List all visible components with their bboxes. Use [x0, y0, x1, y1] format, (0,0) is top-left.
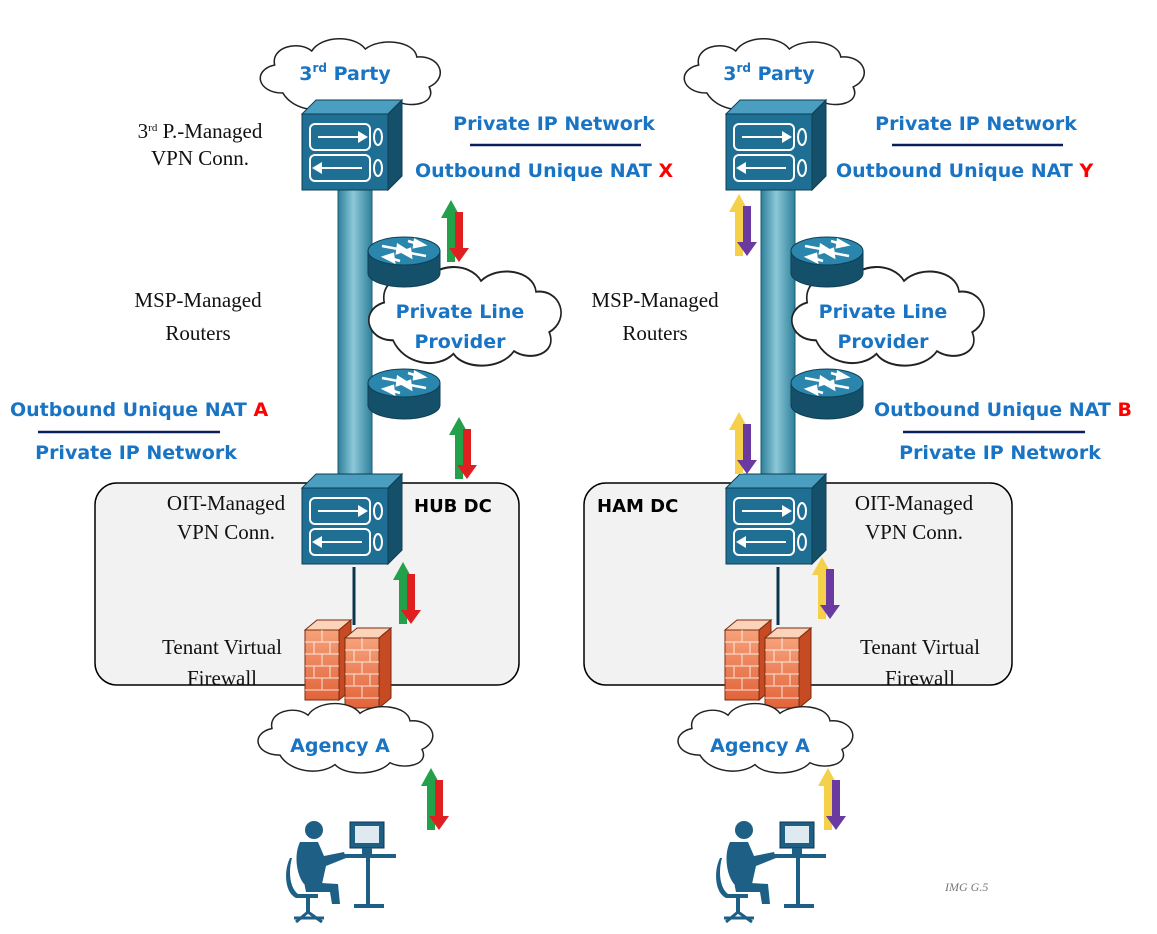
outbound-nat-label: Outbound Unique NAT X [415, 160, 673, 182]
traffic-arrow-icon [729, 412, 757, 474]
private-line-pipe [760, 184, 796, 476]
msp-routers-label-1: MSP-Managed [134, 288, 262, 312]
private-line-label-1: Private Line [396, 301, 525, 323]
agency-nat-label: Outbound Unique NAT B [874, 399, 1132, 421]
third-party-cloud-label: 3rd Party [723, 61, 815, 85]
ham-dc-label: HAM DC [597, 496, 678, 517]
private-line-pipe [337, 184, 373, 476]
msp-routers-label-2: Routers [622, 321, 687, 345]
firewall-icon [304, 619, 392, 709]
firewall-label-2: Firewall [187, 666, 257, 690]
third-party-vpn-label-2: VPN Conn. [151, 146, 249, 170]
traffic-arrow-icon [818, 768, 846, 830]
firewall-label-1: Tenant Virtual [162, 635, 282, 659]
private-line-label-1: Private Line [819, 301, 948, 323]
third-party-cloud-label: 3rd Party [299, 61, 391, 85]
private-ip-network-label: Private IP Network [453, 113, 655, 135]
oit-vpn-label-1: OIT-Managed [855, 491, 974, 515]
left-topology: 3rd Party 3rd P.-Managed VPN Conn. Priva… [10, 37, 673, 924]
oit-vpn-label-2: VPN Conn. [865, 520, 963, 544]
private-line-label-2: Provider [414, 331, 506, 353]
user-icon [284, 819, 398, 924]
firewall-icon [724, 619, 812, 709]
user-icon [714, 819, 828, 924]
traffic-arrow-icon [441, 200, 469, 262]
right-topology: 3rd Party Private IP Network Outbound Un… [583, 37, 1132, 924]
oit-vpn-label-2: VPN Conn. [177, 520, 275, 544]
oit-vpn-icon [301, 473, 403, 565]
msp-routers-label-2: Routers [165, 321, 230, 345]
msp-routers-label-1: MSP-Managed [591, 288, 719, 312]
firewall-label-2: Firewall [885, 666, 955, 690]
agency-nat-label: Outbound Unique NAT A [10, 399, 268, 421]
traffic-arrow-icon [812, 557, 840, 619]
agency-private-ip-label: Private IP Network [35, 442, 237, 464]
router-icon [366, 235, 442, 289]
hub-dc-label: HUB DC [414, 496, 492, 517]
traffic-arrow-icon [421, 768, 449, 830]
private-line-label-2: Provider [837, 331, 929, 353]
router-icon [789, 235, 865, 289]
agency-cloud-label: Agency A [290, 735, 390, 757]
traffic-arrow-icon [393, 562, 421, 624]
traffic-arrow-icon [449, 417, 477, 479]
agency-private-ip-label: Private IP Network [899, 442, 1101, 464]
private-ip-network-label: Private IP Network [875, 113, 1077, 135]
traffic-arrow-icon [729, 194, 757, 256]
third-party-vpn-label: 3rd P.-Managed [138, 119, 263, 143]
outbound-nat-label: Outbound Unique NAT Y [836, 160, 1093, 182]
oit-vpn-icon [725, 473, 827, 565]
oit-vpn-label-1: OIT-Managed [167, 491, 286, 515]
agency-cloud-label: Agency A [710, 735, 810, 757]
firewall-label-1: Tenant Virtual [860, 635, 980, 659]
router-icon [366, 367, 442, 421]
third-party-vpn-icon [301, 99, 403, 191]
figure-id-label: IMG G.5 [944, 880, 988, 894]
third-party-vpn-icon [725, 99, 827, 191]
router-icon [789, 367, 865, 421]
